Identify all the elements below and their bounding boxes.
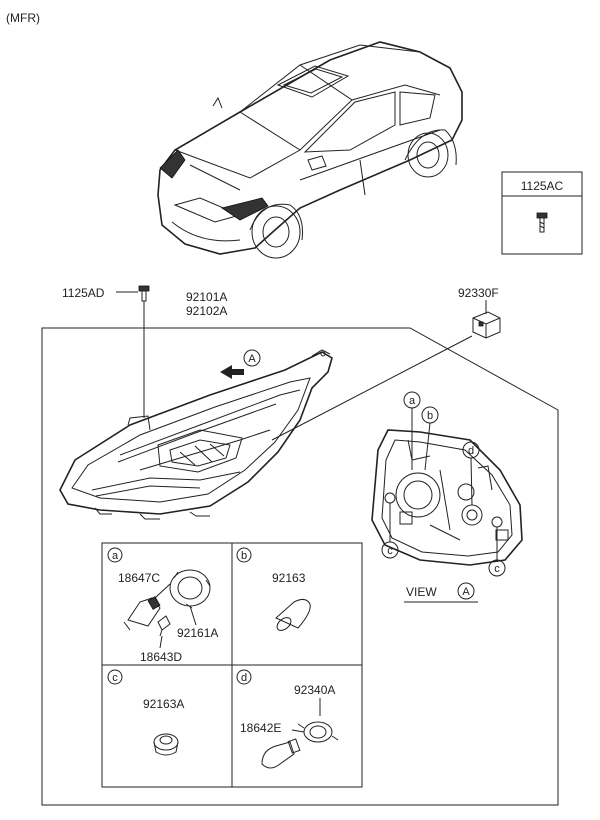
label-bolt: 1125AD [62,286,105,300]
detail-cell-b: b 92163 [236,547,311,631]
halogen-bulb-icon [123,596,161,631]
svg-text:A: A [462,586,470,598]
svg-text:d: d [468,445,474,457]
svg-text:c: c [387,545,393,557]
label-headlamp-lh: 92101A [186,290,227,304]
bolt-icon [138,285,150,302]
callout-c-left: c [381,503,399,559]
detail-cell-d: d 92340A 18642E [236,669,339,769]
screw-icon [536,212,548,233]
detail-grid [101,542,363,788]
svg-text:b: b [427,410,433,422]
callout-c-right: c [488,527,506,577]
socket-ring-icon [169,569,211,609]
svg-text:VIEW: VIEW [406,585,437,599]
cell-a-letter: a [112,550,119,562]
part-18643d: 18643D [140,650,182,664]
cell-b-letter: b [241,550,247,562]
arrow-view-ref: A [248,353,256,365]
callout-d: d [462,441,480,506]
part-92163: 92163 [272,571,306,585]
part-92163a: 92163A [143,697,184,711]
main-frame [41,327,559,806]
svg-text:a: a [409,395,416,407]
bulb-92163-icon [275,598,311,631]
bulb-18642e-icon [261,738,301,769]
boxed-part-code: 1125AC [521,179,564,193]
view-arrow: A [220,349,261,379]
header-note: (MFR) [6,11,40,25]
cell-d-letter: d [241,672,247,684]
headlamp-assembly [59,349,333,520]
part-18642e: 18642E [240,721,281,735]
boxed-part-1125ac: 1125AC [501,171,583,255]
view-caption: VIEW A [404,582,478,603]
svg-text:c: c [494,563,500,575]
bulb-92163a-icon [153,733,179,756]
small-bulb-icon [157,615,171,637]
connector-icon [472,311,501,339]
cell-c-letter: c [112,672,118,684]
part-92340a: 92340A [294,683,335,697]
label-connector: 92330F [458,286,499,300]
callout-a: a [403,391,421,470]
detail-cell-a: a 18647C 92161A 18643D [107,547,218,664]
callout-b: b [421,406,439,471]
detail-cell-c: c 92163A [107,669,184,756]
label-headlamp-rh: 92102A [186,304,227,318]
rear-view-assembly [371,429,523,566]
car-illustration [157,41,463,259]
part-18647c: 18647C [118,571,160,585]
part-92161a: 92161A [177,626,218,640]
